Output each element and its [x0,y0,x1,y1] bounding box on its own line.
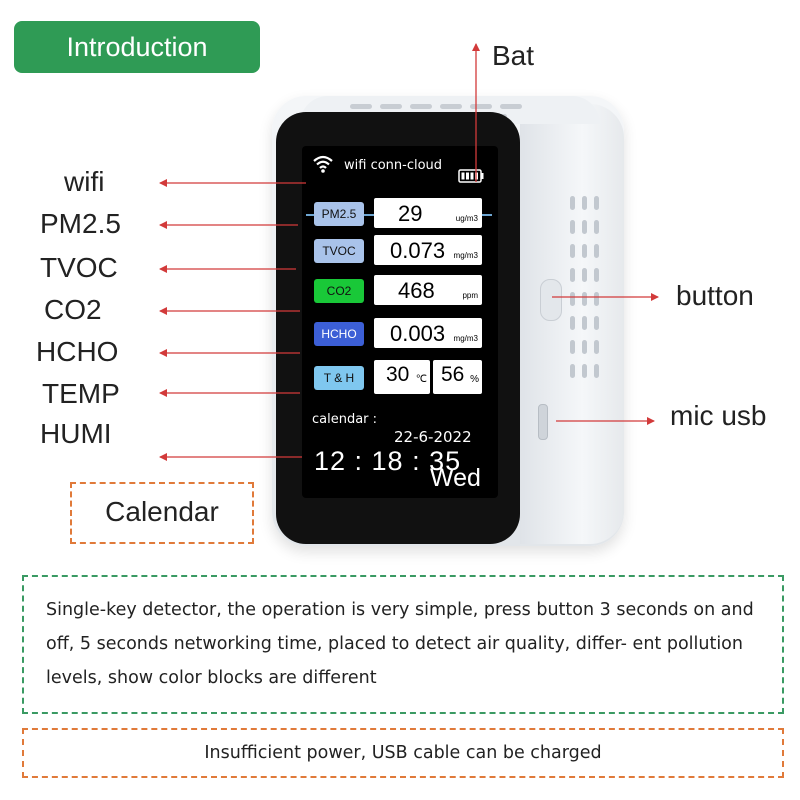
power-note-text: Insufficient power, USB cable can be cha… [204,743,602,763]
description-box: Single-key detector, the operation is ve… [22,575,784,714]
value-box-co2: 468 ppm [374,275,482,305]
introduction-badge: Introduction [14,21,260,73]
weekday: Wed [430,464,481,492]
device-screen: wifi conn-cloud PM2.5 29 ug/m3 TVOC 0.07… [302,146,498,498]
tag-tvoc: TVOC [314,239,364,263]
tag-th: T & H [314,366,364,390]
label-mic-usb: mic usb [670,400,767,431]
reading-row-th: T & H 30 ℃ 56 % [312,360,492,394]
value-tvoc: 0.073 [390,238,446,263]
tag-hcho: HCHO [314,322,364,346]
label-bat: Bat [492,40,535,71]
power-button[interactable] [540,279,562,321]
tag-co2: CO2 [314,279,364,303]
unit-hcho: mg/m3 [453,334,478,343]
value-humi: 56 [441,363,465,386]
value-co2: 468 [398,278,435,303]
value-hcho: 0.003 [390,321,446,346]
label-pm25: PM2.5 [40,208,121,239]
label-co2: CO2 [44,294,102,325]
value-pm25: 29 [398,201,423,226]
reading-row-hcho: HCHO 0.003 mg/m3 [312,318,492,352]
screen-header: wifi conn-cloud [344,158,443,173]
value-temp: 30 [386,363,410,386]
temp-box: 30 ℃ [374,360,430,394]
calendar-label: calendar : [312,412,378,427]
label-wifi: wifi [64,166,105,197]
label-hcho: HCHO [36,336,119,367]
unit-temp: ℃ [415,374,427,385]
label-calendar-box: Calendar [70,482,254,544]
reading-row-pm25: PM2.5 29 ug/m3 [312,198,492,232]
label-tvoc: TVOC [40,252,118,283]
reading-row-tvoc: TVOC 0.073 mg/m3 [312,235,492,269]
micro-usb-port [538,404,548,440]
side-vents [566,196,616,396]
calendar-date: 22-6-2022 [394,428,472,446]
label-humi: HUMI [40,418,112,449]
clock-time: 12 : 18 : 35 [314,446,462,476]
value-box-tvoc: 0.073 mg/m3 [374,235,482,265]
value-box-pm25: 29 ug/m3 [374,198,482,228]
unit-co2: ppm [462,291,478,300]
value-box-hcho: 0.003 mg/m3 [374,318,482,348]
label-temp: TEMP [42,378,120,409]
reading-row-co2: CO2 468 ppm [312,275,492,309]
unit-tvoc: mg/m3 [453,251,478,260]
label-button: button [676,280,754,311]
power-note-box: Insufficient power, USB cable can be cha… [22,728,784,778]
tag-pm25: PM2.5 [314,202,364,226]
wifi-icon [313,155,333,173]
unit-humi: % [470,374,479,385]
description-text: Single-key detector, the operation is ve… [46,600,754,688]
humi-box: 56 % [433,360,482,394]
unit-pm25: ug/m3 [455,214,478,223]
